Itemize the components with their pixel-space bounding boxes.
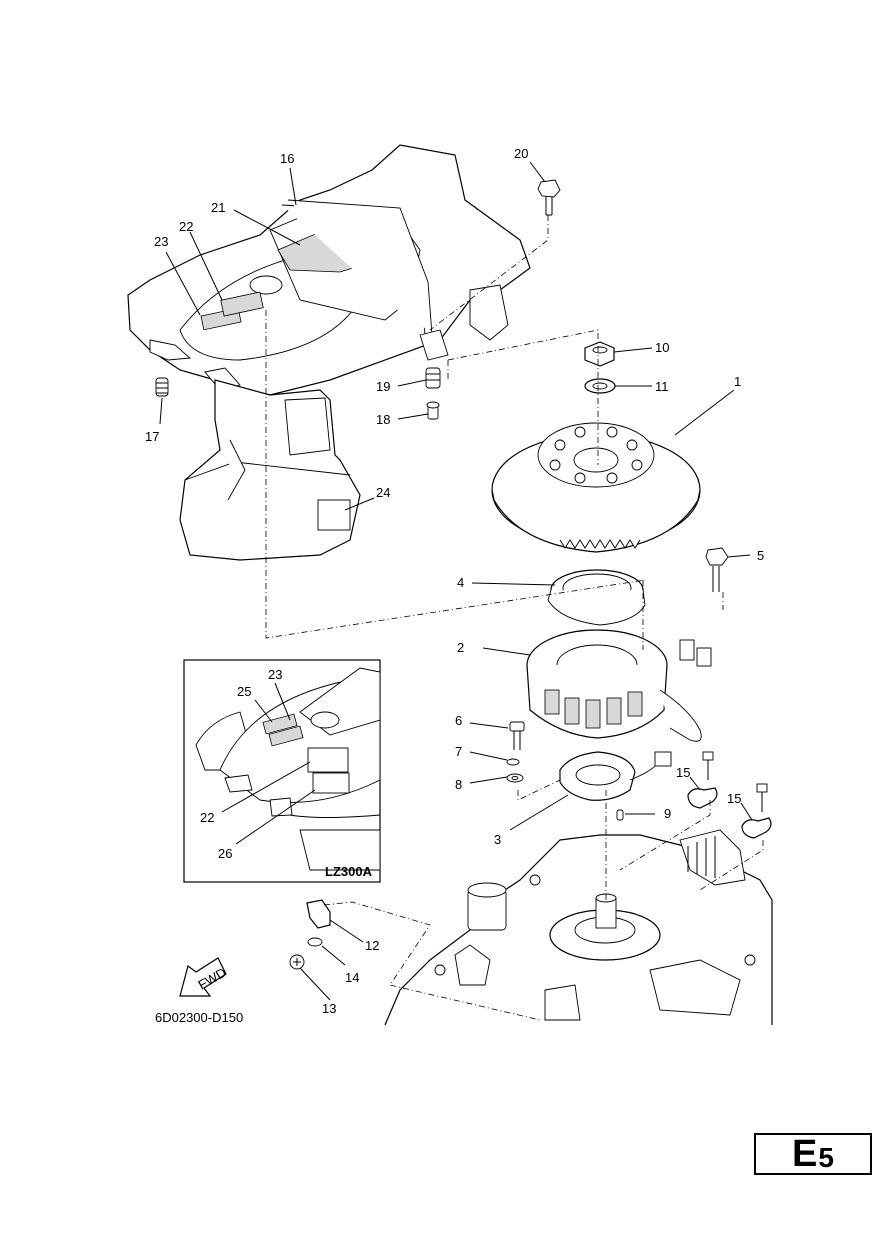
leader-lines [159, 161, 753, 1001]
callout-26: 26 [218, 846, 232, 861]
callout-labels: 1 2 3 4 5 6 7 8 9 10 11 12 13 14 15 15 1… [145, 146, 764, 1016]
callout-23-inset: 23 [268, 667, 282, 682]
callout-18: 18 [376, 412, 390, 427]
callout-7: 7 [455, 744, 462, 759]
bolt-5 [705, 547, 729, 592]
callout-16: 16 [280, 151, 294, 166]
callout-10: 10 [655, 340, 669, 355]
callout-1: 1 [734, 374, 741, 389]
callout-4: 4 [457, 575, 464, 590]
callout-15a: 15 [676, 765, 690, 780]
assembly-centerlines [265, 215, 764, 1021]
section-letter: E [792, 1133, 818, 1175]
washer-14 [307, 937, 323, 947]
callout-19: 19 [376, 379, 390, 394]
callout-25: 25 [237, 684, 251, 699]
washer-8 [506, 773, 524, 783]
callout-11: 11 [655, 379, 669, 394]
callout-8: 8 [455, 777, 462, 792]
grommet-19 [425, 367, 441, 389]
callout-9: 9 [664, 806, 671, 821]
callout-12: 12 [365, 938, 379, 953]
washer-11 [584, 378, 616, 394]
stator-2 [526, 629, 712, 742]
screw-13 [289, 954, 305, 970]
stator-bracket-4 [547, 569, 646, 626]
engine-crankcase [384, 829, 773, 1026]
drawing-code: 6D02300-D150 [155, 1010, 243, 1025]
callout-15b: 15 [727, 791, 741, 806]
key-9 [616, 809, 624, 821]
callout-2: 2 [457, 640, 464, 655]
callout-3: 3 [494, 832, 501, 847]
clip-12 [306, 899, 331, 929]
callout-13: 13 [322, 1001, 336, 1016]
callout-5: 5 [757, 548, 764, 563]
holder-15-b [741, 783, 772, 839]
inset-detail [183, 659, 381, 883]
collar-18 [426, 401, 440, 420]
flywheel-cover [127, 144, 531, 396]
inset-code: LZ300A [325, 864, 373, 879]
section-number: 5 [818, 1142, 834, 1173]
grommet-17 [155, 377, 169, 397]
callout-20: 20 [514, 146, 528, 161]
callout-22-inset: 22 [200, 810, 214, 825]
callout-6: 6 [455, 713, 462, 728]
callout-24: 24 [376, 485, 390, 500]
callout-22: 22 [179, 219, 193, 234]
bolt-20 [537, 179, 561, 216]
washer-7 [506, 758, 520, 766]
cover-lower-housing [179, 379, 361, 561]
section-badge: E 5 [754, 1133, 872, 1175]
pulser-coil-3 [559, 751, 672, 801]
callout-21: 21 [211, 200, 225, 215]
screw-6 [509, 721, 525, 750]
flywheel-magneto [491, 422, 701, 553]
fwd-arrow: FWD [179, 957, 229, 997]
nut-10 [584, 341, 615, 367]
callout-14: 14 [345, 970, 359, 985]
callout-17: 17 [145, 429, 159, 444]
callout-23: 23 [154, 234, 168, 249]
